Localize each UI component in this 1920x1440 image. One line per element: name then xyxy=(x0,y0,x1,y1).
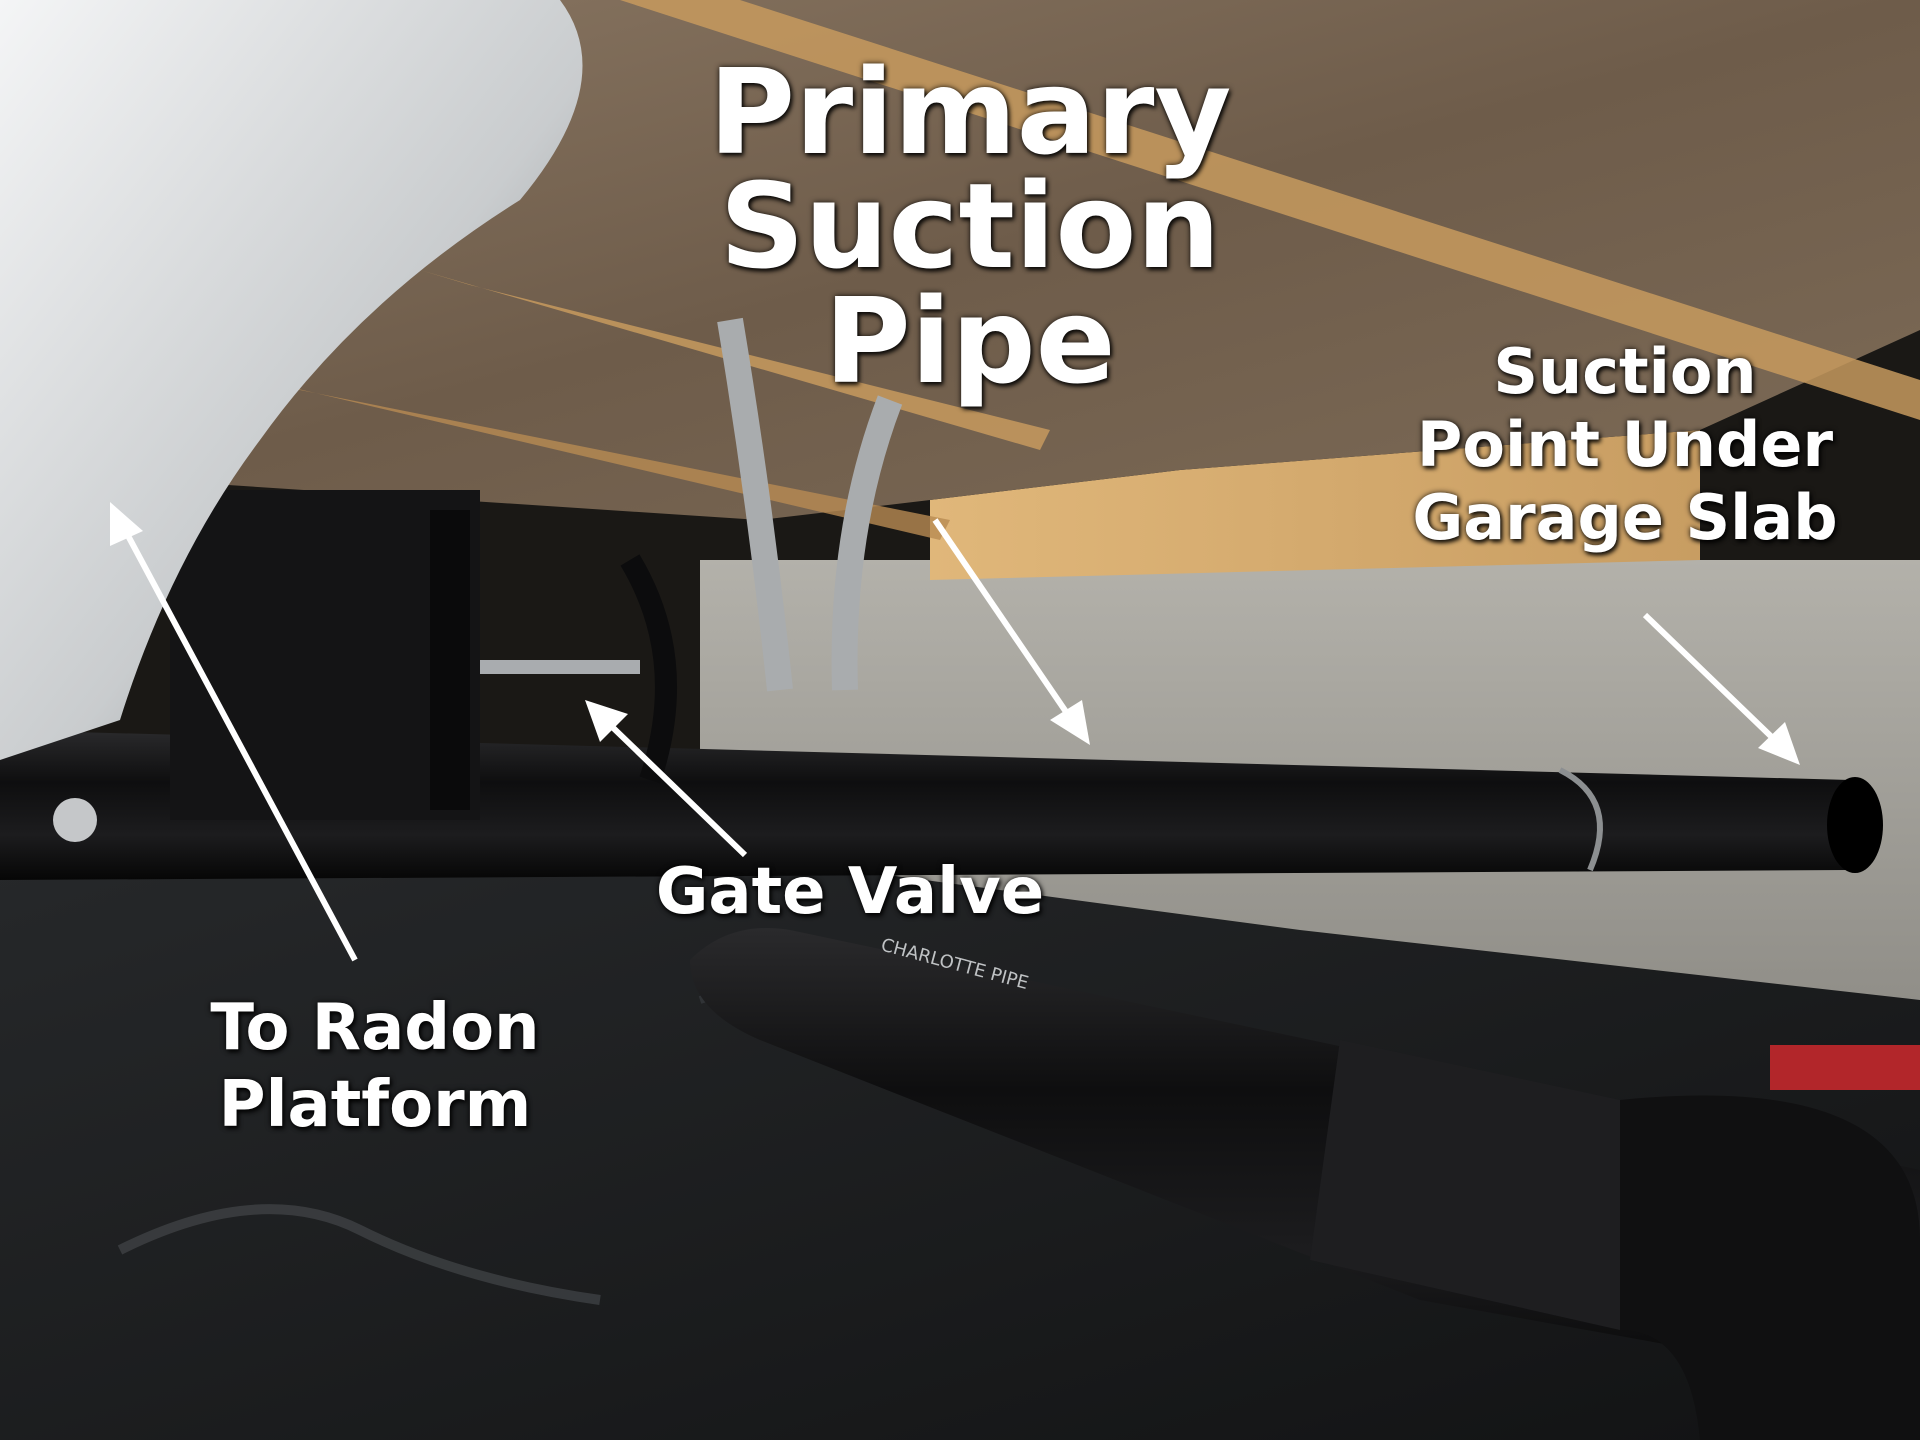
arrow-to-valve xyxy=(585,700,748,858)
red-block xyxy=(1770,1045,1920,1090)
arrow-to-radon xyxy=(110,502,358,962)
label-line: Pipe xyxy=(824,271,1116,410)
osb-subfloor xyxy=(930,430,1700,580)
label-line: Garage Slab xyxy=(1412,481,1838,555)
label-line: Suction xyxy=(1493,335,1757,408)
hanger-strap xyxy=(831,395,903,691)
arrow-to-slab xyxy=(1642,612,1800,765)
pipe-elbow xyxy=(1620,1095,1920,1440)
gate-valve-stem xyxy=(480,660,640,674)
arrow-to-pipe xyxy=(932,518,1090,745)
annotation-arrows xyxy=(110,502,1800,962)
label-suction-point: Suction Point Under Garage Slab xyxy=(1360,335,1890,554)
label-line: To Radon xyxy=(210,991,540,1065)
wood-joist xyxy=(620,0,1920,420)
label-primary-suction-pipe: Primary Suction Pipe xyxy=(640,43,1300,410)
hanger-strap xyxy=(717,317,793,692)
label-line: Suction xyxy=(719,157,1221,296)
gate-valve-body xyxy=(170,490,480,820)
gate-valve-plate xyxy=(430,510,470,810)
duct-clamp-bolt xyxy=(53,798,97,842)
hanger-strap xyxy=(1558,767,1603,872)
wood-joist xyxy=(260,380,950,540)
label-line: Platform xyxy=(218,1067,532,1142)
gate-valve-handle xyxy=(620,554,677,784)
label-gate-valve: Gate Valve xyxy=(630,860,1070,924)
label-line: Point Under xyxy=(1416,408,1834,482)
pipe-end xyxy=(1827,777,1883,873)
pipe-coupling xyxy=(1310,1040,1620,1330)
label-to-radon-platform: To Radon Platform xyxy=(170,990,580,1144)
label-line: Primary xyxy=(708,43,1232,181)
label-line: Gate Valve xyxy=(655,855,1045,929)
vapor-barrier-highlight xyxy=(117,1204,601,1305)
